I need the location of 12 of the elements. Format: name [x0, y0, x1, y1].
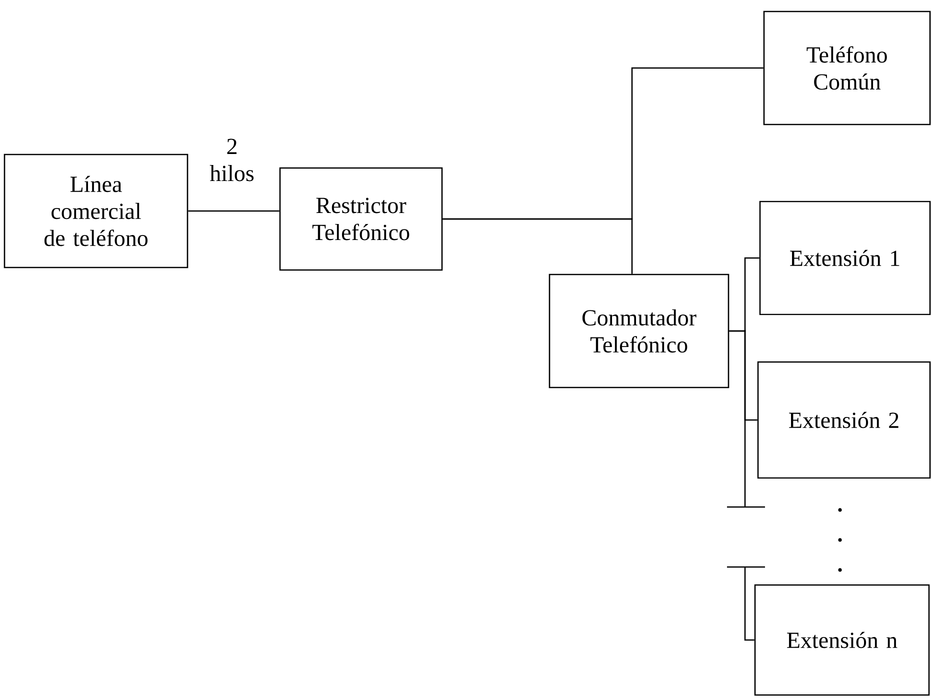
block-box: Teléfono Común	[763, 10, 931, 126]
block-box: Extensión 2	[757, 361, 931, 479]
block-box: Conmutador Telefónico	[548, 274, 730, 388]
connector-line	[729, 330, 758, 421]
connector-line	[188, 210, 280, 212]
block-box: Restrictor Telefónico	[279, 167, 443, 271]
connector-line	[442, 218, 633, 274]
connector-line	[744, 566, 754, 641]
block-box: Extensión 1	[759, 200, 931, 316]
block-box: Línea comercial de teléfono	[4, 154, 188, 268]
block-box: Extensión n	[754, 584, 930, 696]
edge-label: 2 hilos	[204, 138, 260, 182]
